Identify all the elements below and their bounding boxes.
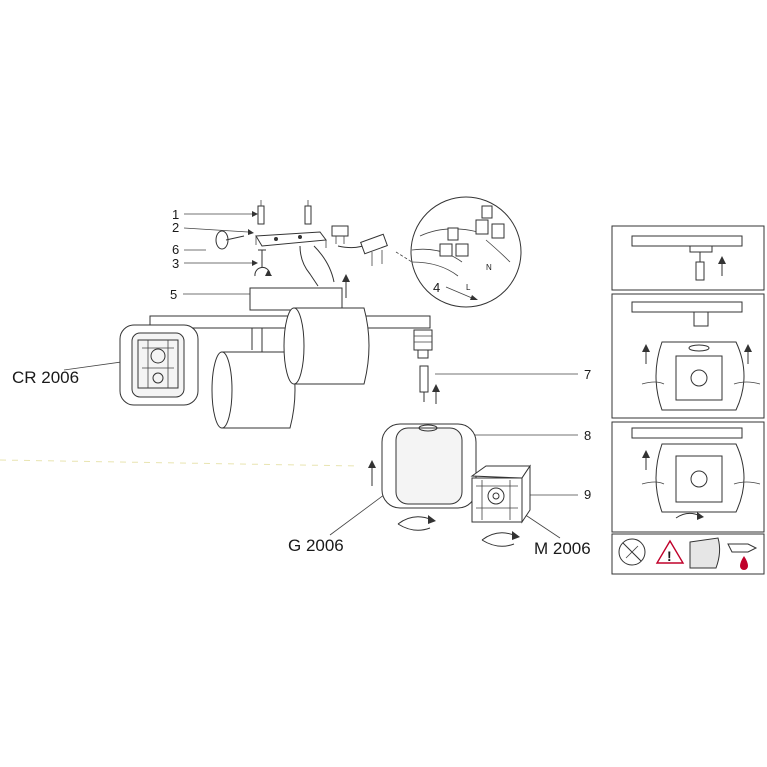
terminal-block-icon [360,233,388,266]
screw-icon [258,249,266,268]
callout-number-6: 6 [172,242,179,257]
wall-plug-left-icon [257,200,265,225]
callout-2: 2 [172,220,254,235]
model-label-cr: CR 2006 [12,368,79,387]
no-tools-icon [618,538,646,566]
callout-number-5: 5 [170,287,177,302]
callout-number-9: 9 [584,487,591,502]
step-panel-3 [611,421,765,533]
callout-8: 8 [465,428,591,443]
wiring-detail-circle: N L [395,196,522,308]
connector-plug-icon [331,225,349,244]
rotate-arrow-icon [254,266,272,277]
no-water-icon [727,543,758,570]
callout-number-1: 1 [172,207,179,222]
lamp-socket-icon [413,329,433,359]
soft-cloth-icon [689,537,721,569]
light-bulb-icon [419,365,429,402]
warning-icons-row: ! [611,533,765,575]
callout-number-2: 2 [172,220,179,235]
callout-6: 6 [172,242,206,257]
glass-shade-right [283,307,370,385]
model-label-g: G 2006 [288,536,344,555]
wire-label-live: L [466,283,471,292]
cube-shade-cr [119,324,199,406]
callout-5: 5 [170,287,250,302]
rotate-arrow-g-icon [397,515,436,531]
cube-shade-m [470,464,531,524]
callout-3: 3 [172,256,258,271]
model-label-m: M 2006 [534,539,591,558]
glass-shade-middle [211,351,296,429]
callout-4: 4 [433,280,478,300]
glass-shade-g [381,423,477,509]
callout-1: 1 [172,207,258,222]
svg-text:!: ! [667,548,672,564]
callout-number-4: 4 [433,280,440,295]
callout-number-8: 8 [584,428,591,443]
callout-9: 9 [525,487,591,502]
callout-number-7: 7 [584,367,591,382]
ground-screw-icon [215,230,245,250]
warning-triangle-icon: ! [655,539,685,564]
step-panel-1 [611,225,765,291]
wire-label-neutral: N [486,263,492,272]
mounting-bracket [255,231,327,248]
callout-number-3: 3 [172,256,179,271]
rotate-arrow-m-icon [481,531,520,547]
step-panel-2 [611,293,765,419]
callout-7: 7 [435,367,591,382]
wall-plug-right-icon [304,200,312,225]
